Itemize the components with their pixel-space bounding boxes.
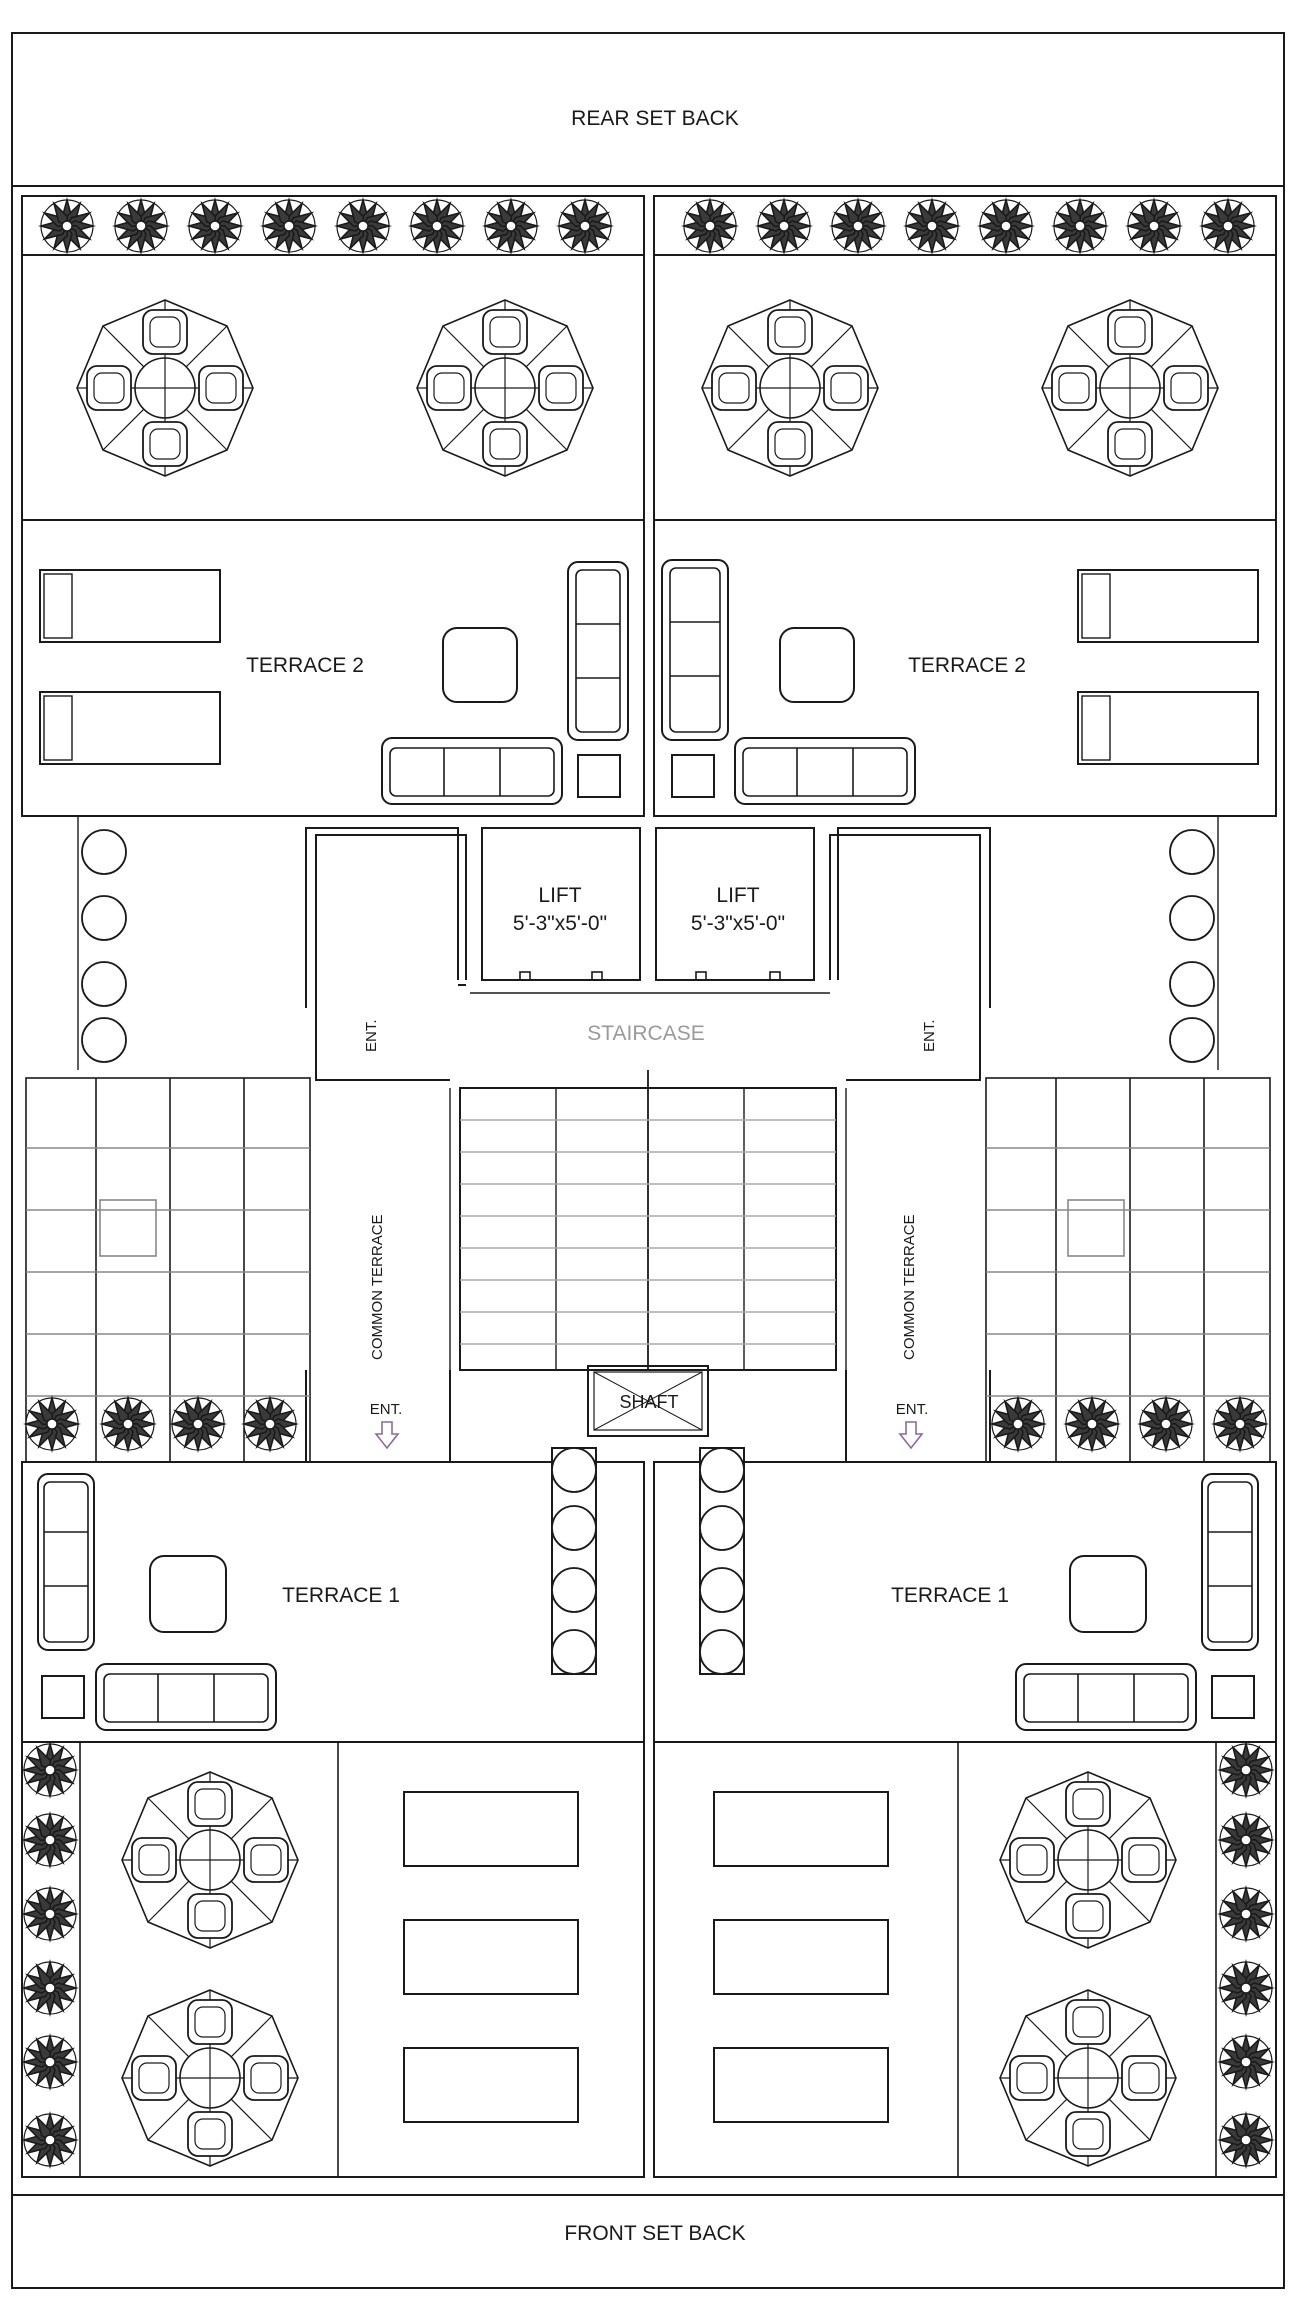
sofa-icon xyxy=(381,737,563,805)
stools-right xyxy=(1169,829,1215,1063)
staircase-label: STAIRCASE xyxy=(587,1022,704,1045)
umbrella-table-icon xyxy=(999,1771,1177,1949)
ent-bottom-right-label: ENT. xyxy=(896,1401,929,1418)
umbrella-table-icon xyxy=(416,299,594,477)
sun-lounger-icon xyxy=(39,691,221,765)
sun-lounger-icon xyxy=(1077,691,1259,765)
side-table xyxy=(577,754,621,798)
sofa-icon xyxy=(1015,1663,1197,1731)
common-terrace-right-label: COMMON TERRACE xyxy=(901,1214,918,1360)
sofa-vertical-left xyxy=(567,561,629,741)
dining-table-right xyxy=(699,1447,745,1675)
umbrella-table-icon xyxy=(999,1989,1177,2167)
coffee-table xyxy=(442,627,518,703)
planter-front-right xyxy=(1219,1743,1273,2167)
lift-right-label: LIFT xyxy=(716,884,759,907)
side-table xyxy=(671,754,715,798)
planter-mid-left xyxy=(25,1397,297,1451)
planter-top-left xyxy=(40,199,612,253)
rear-unit-left xyxy=(21,195,645,817)
rear-unit-right xyxy=(653,195,1277,817)
side-table xyxy=(1211,1675,1255,1719)
sofa-icon xyxy=(95,1663,277,1731)
coffee-table xyxy=(149,1555,227,1633)
terrace2-right-label: TERRACE 2 xyxy=(908,654,1026,677)
sofa-icon xyxy=(734,737,916,805)
benches-right xyxy=(713,1791,889,2123)
lift-left-label: LIFT xyxy=(538,884,581,907)
planter-mid-right xyxy=(991,1397,1267,1451)
lift-left-size: 5'-3"x5'-0" xyxy=(513,912,607,935)
side-table xyxy=(41,1675,85,1719)
coffee-table xyxy=(779,627,855,703)
umbrella-table-icon xyxy=(1041,299,1219,477)
stools-left xyxy=(81,829,127,1063)
staircase xyxy=(449,1070,847,1371)
rear-setback-label: REAR SET BACK xyxy=(571,107,739,130)
sun-lounger-icon xyxy=(1077,569,1259,643)
ent-top-right-label: ENT. xyxy=(921,1019,938,1052)
front-setback-label: FRONT SET BACK xyxy=(564,2222,745,2245)
sofa-vertical-right-t1 xyxy=(1201,1473,1259,1651)
sofa-vertical-left-t1 xyxy=(37,1473,95,1651)
entry-arrow-icon xyxy=(374,1421,924,1450)
ent-bottom-left-label: ENT. xyxy=(370,1401,403,1418)
planter-top-right xyxy=(683,199,1255,253)
front-unit-left xyxy=(21,1461,645,2178)
plot-boundary xyxy=(11,32,1285,2289)
planter-front-left xyxy=(23,1743,77,2167)
shaft xyxy=(587,1365,709,1437)
front-unit-right xyxy=(653,1461,1277,2178)
benches-left xyxy=(403,1791,579,2123)
terrace2-left-label: TERRACE 2 xyxy=(246,654,364,677)
terrace1-right-label: TERRACE 1 xyxy=(891,1584,1009,1607)
pergola-right xyxy=(985,1077,1271,1463)
ent-top-left-label: ENT. xyxy=(363,1019,380,1052)
sun-lounger-icon xyxy=(39,569,221,643)
common-terrace-left-label: COMMON TERRACE xyxy=(369,1214,386,1360)
umbrella-table-icon xyxy=(76,299,254,477)
shaft-label: SHAFT xyxy=(619,1392,678,1412)
lift-right-size: 5'-3"x5'-0" xyxy=(691,912,785,935)
umbrella-table-icon xyxy=(701,299,879,477)
umbrella-table-icon xyxy=(121,1989,299,2167)
sofa-vertical-right xyxy=(661,559,729,741)
core-walls xyxy=(305,827,991,1008)
lift-right xyxy=(655,827,815,981)
umbrella-table-icon xyxy=(121,1771,299,1949)
dining-table-left xyxy=(551,1447,597,1675)
lift-left xyxy=(481,827,641,981)
terrace1-left-label: TERRACE 1 xyxy=(282,1584,400,1607)
coffee-table xyxy=(1069,1555,1147,1633)
